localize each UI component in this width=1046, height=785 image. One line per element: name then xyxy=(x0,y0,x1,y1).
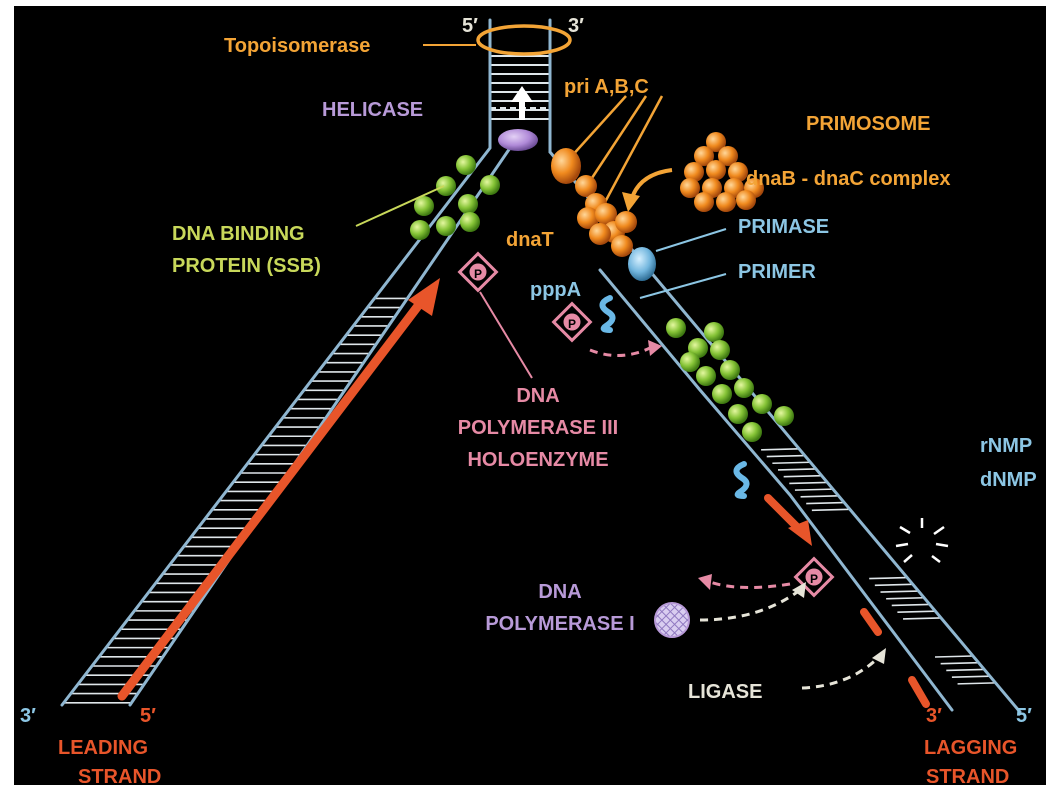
label-pri-abc: pri A,B,C xyxy=(564,76,649,98)
ssb-protein xyxy=(436,216,456,236)
dnab-subunit xyxy=(694,192,714,212)
rung-lagging xyxy=(886,598,924,599)
label-pol1-1: DNA xyxy=(538,581,581,603)
label-pol1-2: POLYMERASE I xyxy=(485,613,634,635)
p-symbol-2: P xyxy=(568,317,576,331)
ssb-protein xyxy=(666,318,686,338)
label-primase: PRIMASE xyxy=(738,216,829,238)
rung-lagging xyxy=(772,462,810,463)
rung-lagging xyxy=(892,604,930,605)
ssb-protein xyxy=(752,394,772,414)
ssb-protein xyxy=(704,322,724,342)
ssb-protein xyxy=(680,352,700,372)
label-lagging-2: STRAND xyxy=(926,766,1009,785)
dnat-protein xyxy=(615,211,637,233)
rung-lagging xyxy=(801,496,839,497)
label-topoisomerase: Topoisomerase xyxy=(224,35,370,57)
label-pppa: pppA xyxy=(530,279,581,301)
dnab-subunit xyxy=(716,192,736,212)
ssb-protein xyxy=(410,220,430,240)
label-5prime-top: 5′ xyxy=(462,15,478,37)
rung-lagging xyxy=(784,476,822,477)
rung-lagging xyxy=(958,683,996,684)
label-pol3-1: DNA xyxy=(516,385,559,407)
label-rnmp: rNMP xyxy=(980,435,1032,457)
ssb-protein xyxy=(742,422,762,442)
rung-lagging xyxy=(941,663,979,664)
p-symbol-3: P xyxy=(810,572,818,586)
rung-lagging xyxy=(880,591,918,592)
ssb-protein xyxy=(696,366,716,386)
rung-lagging xyxy=(952,676,990,677)
label-5prime-right: 5′ xyxy=(1016,705,1032,727)
ssb-protein xyxy=(710,340,730,360)
label-5prime-left: 5′ xyxy=(140,705,156,727)
rung-lagging xyxy=(869,578,907,579)
rung-lagging xyxy=(903,618,941,619)
ssb-protein xyxy=(728,404,748,424)
rung-lagging xyxy=(875,584,913,585)
label-ligase: LIGASE xyxy=(688,681,762,703)
rung-lagging xyxy=(812,509,850,510)
dna-polymerase-i-protein xyxy=(655,603,689,637)
label-3prime-left: 3′ xyxy=(20,705,36,727)
label-helicase: HELICASE xyxy=(322,99,423,121)
label-pol3-2: POLYMERASE III xyxy=(458,417,618,439)
label-pol3-3: HOLOENZYME xyxy=(467,449,608,471)
dnat-protein xyxy=(611,235,633,257)
primase-protein xyxy=(628,247,656,281)
ssb-protein xyxy=(460,212,480,232)
p-symbol-1: P xyxy=(474,267,482,281)
label-3prime-top: 3′ xyxy=(568,15,584,37)
ssb-protein xyxy=(480,175,500,195)
label-lagging-1: LAGGING xyxy=(924,737,1017,759)
ssb-protein xyxy=(458,194,478,214)
dnab-subunit xyxy=(706,160,726,180)
label-dnmp: dNMP xyxy=(980,469,1037,491)
ssb-protein xyxy=(774,406,794,426)
label-dnab-dnac: dnaB - dnaC complex xyxy=(746,168,950,190)
label-primosome: PRIMOSOME xyxy=(806,113,930,135)
rung-lagging xyxy=(761,449,799,450)
label-primer: PRIMER xyxy=(738,261,816,283)
rung-lagging xyxy=(806,503,844,504)
rung-lagging xyxy=(946,669,984,670)
dnat-protein xyxy=(589,223,611,245)
rung-lagging xyxy=(795,489,833,490)
label-3prime-right: 3′ xyxy=(926,705,942,727)
pri-protein xyxy=(551,148,581,184)
dnab-subunit xyxy=(736,190,756,210)
helicase-protein xyxy=(498,129,538,151)
rung-lagging xyxy=(778,469,816,470)
ssb-protein xyxy=(456,155,476,175)
label-ssb-1: DNA BINDING xyxy=(172,223,305,245)
ssb-protein xyxy=(436,176,456,196)
label-ssb-2: PROTEIN (SSB) xyxy=(172,255,321,277)
ssb-protein xyxy=(720,360,740,380)
label-dnat: dnaT xyxy=(506,229,554,251)
label-leading-1: LEADING xyxy=(58,737,148,759)
rung-lagging xyxy=(935,656,973,657)
rung-lagging xyxy=(789,482,827,483)
rung-lagging xyxy=(897,611,935,612)
rung-lagging xyxy=(767,456,805,457)
label-leading-2: STRAND xyxy=(78,766,161,785)
ssb-protein xyxy=(734,378,754,398)
ssb-protein xyxy=(712,384,732,404)
